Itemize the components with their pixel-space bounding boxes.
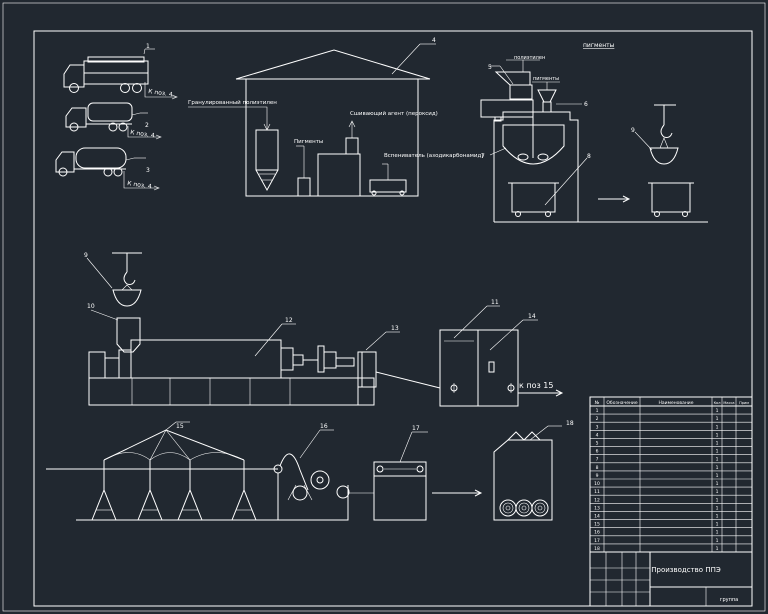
drawing-frame: [33, 30, 753, 607]
spec-row-qty: 1: [716, 432, 719, 438]
label-crosslinking-agent: Сшивающий агент (пероксид): [350, 110, 438, 117]
label-granulated-pe: Гранулированный полиэтилен: [188, 99, 277, 106]
spec-row-qty: 1: [716, 546, 719, 552]
spec-row-qty: 1: [716, 530, 719, 536]
label-k-poz4-2: К поз. 4: [130, 129, 155, 139]
label-k-poz4-3: К поз. 4: [127, 180, 152, 190]
spec-row-pos: 5: [596, 441, 599, 447]
label-pos-17: 17: [412, 425, 420, 432]
spec-row-pos: 10: [594, 481, 600, 487]
label-pos-1: 1: [146, 43, 150, 50]
spec-row-pos: 1: [596, 408, 599, 414]
spec-row-qty: 1: [716, 497, 719, 503]
group-text: группа: [720, 597, 738, 603]
spec-row-qty: 1: [716, 473, 719, 479]
label-pos-9: 9: [631, 127, 635, 134]
label-k-poz4-1: К поз. 4: [148, 88, 173, 98]
label-polyethylene-top: полиэтилен: [514, 55, 545, 61]
spec-row-pos: 6: [596, 449, 599, 455]
spec-row-pos: 3: [596, 424, 599, 430]
label-pos-12: 12: [285, 317, 293, 324]
spec-row-pos: 18: [594, 546, 600, 552]
label-pos-4: 4: [432, 37, 436, 44]
label-pos-7: 7: [481, 153, 485, 160]
label-pos-10: 10: [87, 303, 95, 310]
mixer-station: [480, 59, 708, 223]
spec-row-qty: 1: [716, 416, 719, 422]
spec-row-pos: 14: [594, 514, 600, 520]
label-pos-2: 2: [145, 122, 149, 129]
spec-header-designation: Обозначение: [606, 400, 637, 406]
label-pigments: Пигменты: [294, 139, 323, 145]
label-to-poz15: к поз 15: [519, 381, 553, 390]
spec-row-pos: 7: [596, 457, 599, 463]
spec-header-note: Прим: [739, 401, 749, 405]
spec-row-pos: 17: [594, 538, 600, 544]
spec-row-qty: 1: [716, 505, 719, 511]
label-foaming-agent: Вспениватель (азодикарбонамид): [384, 153, 483, 159]
label-pigments-top: пигменты: [533, 76, 559, 82]
spec-row-qty: 1: [716, 465, 719, 471]
spec-row-pos: 4: [596, 432, 599, 438]
warehouse: [188, 43, 436, 197]
spec-header-qty: Кол: [714, 401, 721, 405]
label-pos-18: 18: [566, 420, 574, 427]
label-pigments-header: пигменты: [583, 42, 615, 49]
spec-row-pos: 13: [594, 505, 600, 511]
label-pos-16: 16: [320, 423, 328, 430]
truck-3: [55, 147, 146, 177]
spec-row-pos: 16: [594, 530, 600, 536]
label-pos-8: 8: [587, 153, 591, 160]
truck-1: [63, 48, 155, 93]
spec-row-pos: 11: [594, 489, 600, 495]
title-block: Производство ППЭ группа: [589, 551, 753, 607]
spec-row-qty: 1: [716, 424, 719, 430]
label-pos-5: 5: [488, 64, 492, 71]
spec-row-qty: 1: [716, 489, 719, 495]
spec-row-qty: 1: [716, 441, 719, 447]
spec-row-qty: 1: [716, 481, 719, 487]
label-pos-6: 6: [584, 101, 588, 108]
label-pos-14: 14: [528, 313, 536, 320]
spec-row-pos: 2: [596, 416, 599, 422]
label-pos-11: 11: [491, 299, 499, 306]
label-pos-9b: 9: [84, 252, 88, 259]
label-pos-13: 13: [391, 325, 399, 332]
spec-row-qty: 1: [716, 514, 719, 520]
spec-row-pos: 9: [596, 473, 599, 479]
specification-table: № Обозначение Наименование Кол Масса При…: [589, 396, 753, 553]
spec-header-pos: №: [595, 400, 600, 406]
spec-header-name: Наименование: [659, 400, 694, 406]
spec-row-pos: 12: [594, 497, 600, 503]
extrusion-line: [86, 252, 564, 407]
cooling-and-winding: [46, 421, 562, 521]
arrow-to-4-1: [144, 82, 176, 98]
spec-row-pos: 15: [594, 522, 600, 528]
spec-row-qty: 1: [716, 538, 719, 544]
spec-row-qty: 1: [716, 449, 719, 455]
spec-row-qty: 1: [716, 408, 719, 414]
spec-row-qty: 1: [716, 522, 719, 528]
truck-2: [65, 102, 148, 132]
label-pos-15: 15: [176, 423, 184, 430]
label-pos-3: 3: [146, 167, 150, 174]
spec-row-pos: 8: [596, 465, 599, 471]
spec-header-mass: Масса: [723, 401, 734, 405]
spec-row-qty: 1: [716, 457, 719, 463]
title-text: Производство ППЭ: [651, 566, 721, 574]
